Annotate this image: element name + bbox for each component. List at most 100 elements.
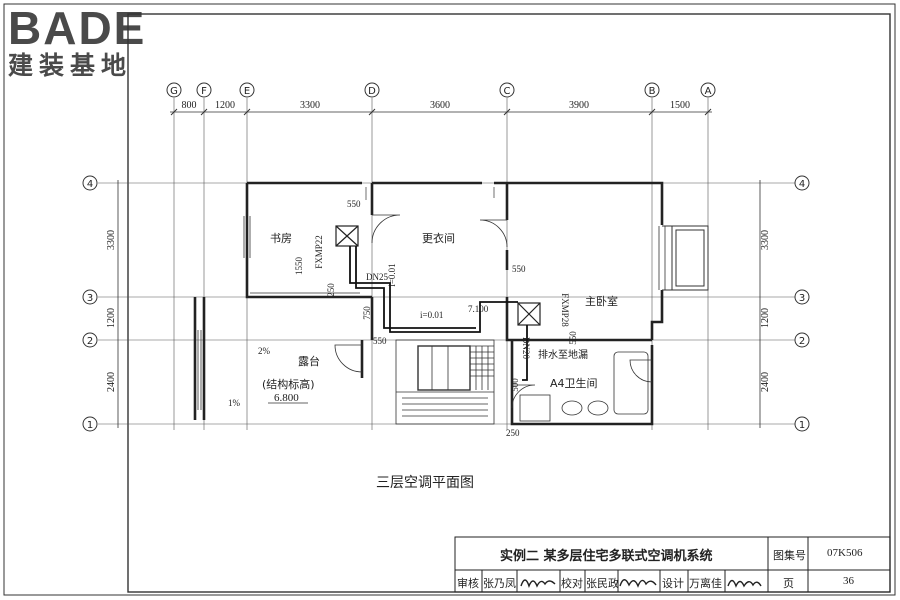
stairwell	[395, 339, 495, 425]
svg-text:G: G	[170, 86, 178, 97]
svg-text:C: C	[504, 86, 511, 97]
axis-bubble-a: A	[700, 82, 716, 98]
plan-title: 三层空调平面图	[376, 475, 474, 491]
svg-text:3: 3	[799, 293, 805, 304]
room-terrace: 露台	[298, 354, 320, 368]
signatures	[520, 579, 762, 589]
dim-left-2400: 2400	[106, 372, 117, 392]
axis-bubble-1-right: 1	[794, 416, 810, 432]
dim-3600: 3600	[430, 100, 450, 111]
fxmp22-label: FXMP22	[314, 235, 324, 269]
dn20-label: DN20	[521, 337, 531, 359]
room-dressing: 更衣间	[422, 231, 455, 245]
review-label: 审核	[457, 577, 479, 590]
axis-bubble-2-right: 2	[794, 332, 810, 348]
drain-note: 排水至地漏	[538, 348, 588, 361]
elevation-value: 6.800	[274, 392, 299, 404]
drawing-frame	[127, 13, 891, 593]
axis-bubble-2-left: 2	[82, 332, 98, 348]
bathroom-fixtures	[519, 351, 649, 422]
right-dimensions: 3300 1200 2400	[760, 230, 771, 392]
svg-text:B: B	[649, 86, 656, 97]
top-dimension-ticks	[170, 108, 712, 116]
axis-bubbles-top: G F E D C B A	[166, 82, 716, 98]
axis-bubble-g: G	[166, 82, 182, 98]
sheet-border	[3, 3, 896, 596]
struct-elev-label: (结构标高)	[262, 377, 315, 391]
svg-text:2: 2	[799, 336, 805, 347]
dim-right-3300: 3300	[760, 230, 771, 250]
svg-text:D: D	[368, 86, 376, 97]
axis-bubble-4-left: 4	[82, 175, 98, 191]
room-labels: 书房 更衣间 主卧室 露台 A4卫生间	[270, 231, 618, 390]
leader-lines	[250, 187, 495, 294]
dim-500: 500	[510, 378, 520, 392]
dim-left-1200: 1200	[106, 308, 117, 328]
page-number: 36	[843, 575, 854, 587]
dim-1550: 1550	[294, 257, 304, 276]
axis-bubble-3-right: 3	[794, 289, 810, 305]
axis-bubble-f: F	[196, 82, 212, 98]
dim-250-a: 250	[326, 283, 336, 297]
annotations: (结构标高) 6.800 FXMP22 FXMP28 DN25 DN20 i=0…	[228, 199, 588, 438]
check-label: 校对	[561, 577, 583, 590]
doors	[334, 214, 653, 409]
svg-text:2: 2	[87, 336, 93, 347]
svg-text:1: 1	[87, 420, 93, 431]
designer-signature	[727, 579, 762, 588]
dim-3300: 3300	[300, 100, 320, 111]
windows	[197, 216, 666, 410]
dim-right-1200: 1200	[760, 308, 771, 328]
bay-window	[662, 225, 709, 291]
dn25-label: DN25	[366, 272, 388, 282]
left-dimensions: 3300 1200 2400	[106, 230, 117, 392]
dim-800: 800	[182, 100, 197, 111]
dim-550-c: 550	[373, 336, 387, 346]
slope-label-2: i=0.01	[387, 263, 397, 286]
walls	[193, 181, 664, 426]
axis-bubble-1-left: 1	[82, 416, 98, 432]
axis-grid-vertical	[173, 98, 709, 430]
svg-text:4: 4	[799, 179, 805, 190]
height-7100: 7.100	[468, 304, 489, 314]
dim-550-a: 550	[347, 199, 361, 209]
room-master-bedroom: 主卧室	[585, 294, 618, 308]
reviewer-signature	[520, 579, 556, 589]
top-dimensions: 800 1200 3300 3600 3900 1500	[182, 100, 691, 111]
design-label: 设计	[662, 577, 684, 590]
atlas-number: 07K506	[827, 547, 863, 559]
axis-bubble-4-right: 4	[794, 175, 810, 191]
title-block-title: 实例二 某多层住宅多联式空调机系统	[500, 549, 713, 564]
logo-word: BADE	[8, 2, 147, 54]
atlas-label: 图集号	[773, 549, 806, 562]
axis-bubbles-right: 4 3 2 1	[794, 175, 810, 432]
svg-text:E: E	[244, 86, 250, 97]
title-block-frame	[454, 536, 891, 593]
fxmp28-label: FXMP28	[560, 293, 570, 327]
svg-text:A: A	[705, 86, 712, 97]
checker-signature	[619, 579, 657, 588]
axis-bubble-e: E	[239, 82, 255, 98]
reviewer-name: 张乃凤	[483, 577, 516, 590]
svg-text:1: 1	[799, 420, 805, 431]
dim-1200: 1200	[215, 100, 235, 111]
slope-pct-1: 2%	[258, 346, 271, 356]
slope-label: i=0.01	[420, 310, 443, 320]
axis-bubbles-left: 4 3 2 1	[82, 175, 98, 432]
axis-bubble-3-left: 3	[82, 289, 98, 305]
slope-pct-2: 1%	[228, 398, 241, 408]
dim-550-d: 550	[568, 331, 578, 345]
dim-3900: 3900	[569, 100, 589, 111]
dim-550-b: 550	[512, 264, 526, 274]
bade-logo: BADE 建装基地	[8, 4, 178, 80]
dim-1500: 1500	[670, 100, 690, 111]
dim-750: 750	[362, 306, 372, 320]
svg-text:4: 4	[87, 179, 93, 190]
room-bathroom: A4卫生间	[550, 376, 598, 390]
checker-name: 张民政	[586, 577, 619, 590]
room-study: 书房	[270, 232, 292, 245]
dim-250-b: 250	[506, 428, 520, 438]
axis-bubble-b: B	[644, 82, 660, 98]
page-label: 页	[783, 577, 794, 590]
